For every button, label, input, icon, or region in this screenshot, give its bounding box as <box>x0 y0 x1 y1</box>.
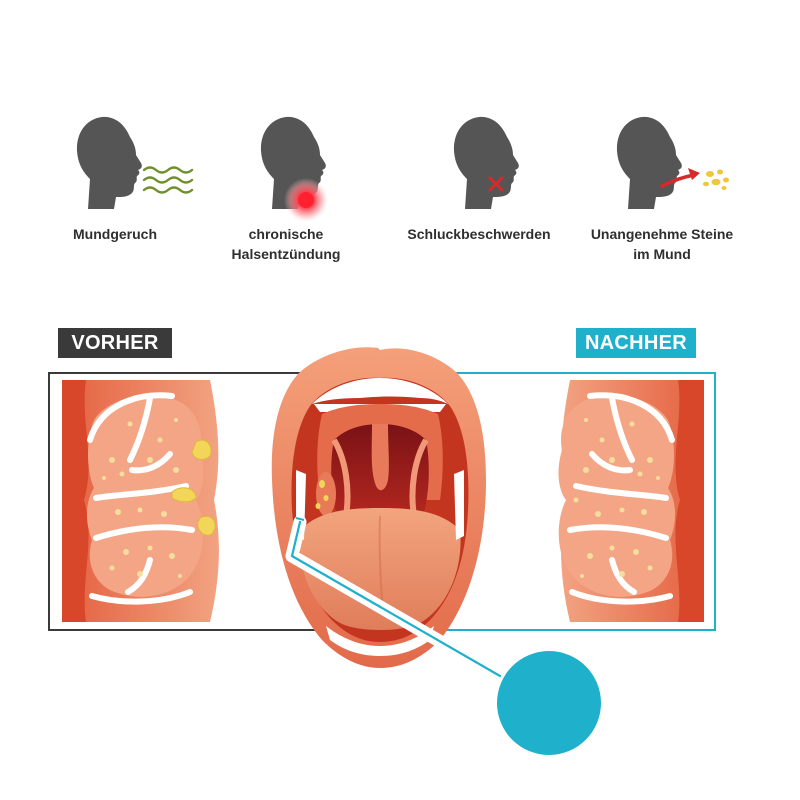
symptom-label-stones: Unangenehme Steine im Mund <box>590 226 734 262</box>
after-tag: NACHHER <box>576 328 696 358</box>
symptom-label-bad-breath: Mundgeruch <box>73 226 157 242</box>
before-tag: VORHER <box>58 328 172 358</box>
tonsil-stones <box>171 439 216 536</box>
symptom-label-swallowing: Schluckbeschwerden <box>407 226 551 242</box>
swallowing-difficulty-icon <box>453 116 519 209</box>
tonsil-stones-icon <box>616 116 729 209</box>
tonsil-before <box>86 392 204 605</box>
tonsil-after <box>558 392 676 605</box>
syringe-tool <box>285 515 601 755</box>
sore-throat-icon <box>260 116 328 222</box>
bad-breath-icon <box>76 116 194 209</box>
symptom-label-sore-throat: chronische Halsentzündung <box>231 226 341 262</box>
open-mouth <box>271 347 486 668</box>
